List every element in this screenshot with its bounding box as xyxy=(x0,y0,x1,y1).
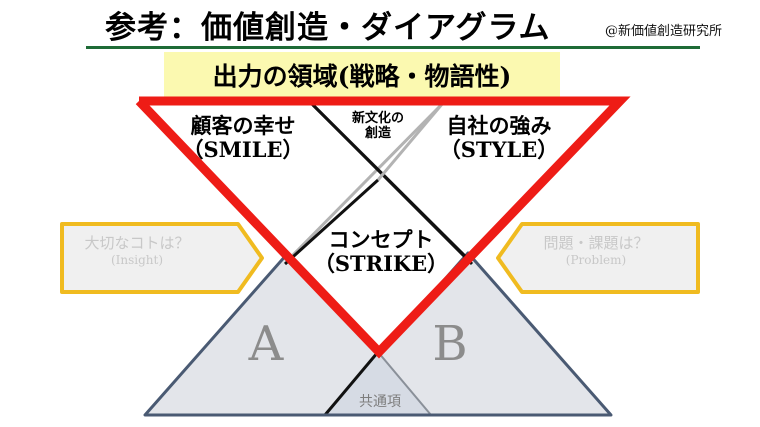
page-title: 参考：価値創造・ダイアグラム xyxy=(105,10,551,46)
x-diagonal-down-right xyxy=(309,101,474,266)
output-domain-banner-label: 出力の領域(戦略・物語性) xyxy=(212,61,512,91)
label-concept: コンセプト （STRIKE） xyxy=(299,228,463,275)
callout-left-content: 大切なコトは？ (Insight) xyxy=(62,234,212,268)
title-underline-rule xyxy=(86,46,700,49)
label-concept-line1: コンセプト xyxy=(328,227,434,252)
callout-right-shape xyxy=(496,222,700,294)
label-customer-happiness: 顧客の幸せ （SMILE） xyxy=(168,114,318,161)
label-common-term: 共通項 xyxy=(359,394,401,410)
x-diagonal-down-left-dark xyxy=(283,178,380,266)
output-domain-banner: 出力の領域(戦略・物語性) xyxy=(164,52,560,97)
label-new-culture-line1: 新文化の xyxy=(351,111,404,126)
x-line-light xyxy=(288,101,445,260)
callout-left-shape xyxy=(60,222,264,294)
overlap-left-edge xyxy=(323,351,380,416)
label-own-strength-line1: 自社の強み xyxy=(446,113,552,138)
callout-right-english: (Problem) xyxy=(565,252,627,267)
label-customer-happiness-line2: （SMILE） xyxy=(182,136,304,162)
byline-credit: @新価値創造研究所 xyxy=(605,24,723,39)
callout-right-question: 問題・課題は？ xyxy=(543,234,649,252)
output-triangle-outline xyxy=(135,96,631,359)
slide-header: 参考：価値創造・ダイアグラム @新価値創造研究所 xyxy=(0,0,760,50)
callout-right-content: 問題・課題は？ (Problem) xyxy=(516,234,676,268)
x-diagonal-down-left xyxy=(376,102,445,181)
label-triangle-b: B xyxy=(432,316,468,372)
label-new-culture-line2: 創造 xyxy=(364,125,391,141)
callout-left-question: 大切なコトは？ xyxy=(84,234,190,252)
label-new-culture: 新文化の 創造 xyxy=(326,111,430,141)
label-triangle-a: A xyxy=(248,316,284,372)
label-own-strength-line2: （STYLE） xyxy=(439,136,559,162)
label-customer-happiness-line1: 顧客の幸せ xyxy=(190,113,296,138)
callout-left-english: (Insight) xyxy=(110,252,164,267)
label-concept-line2: （STRIKE） xyxy=(313,250,449,276)
label-own-strength: 自社の強み （STYLE） xyxy=(424,114,574,161)
